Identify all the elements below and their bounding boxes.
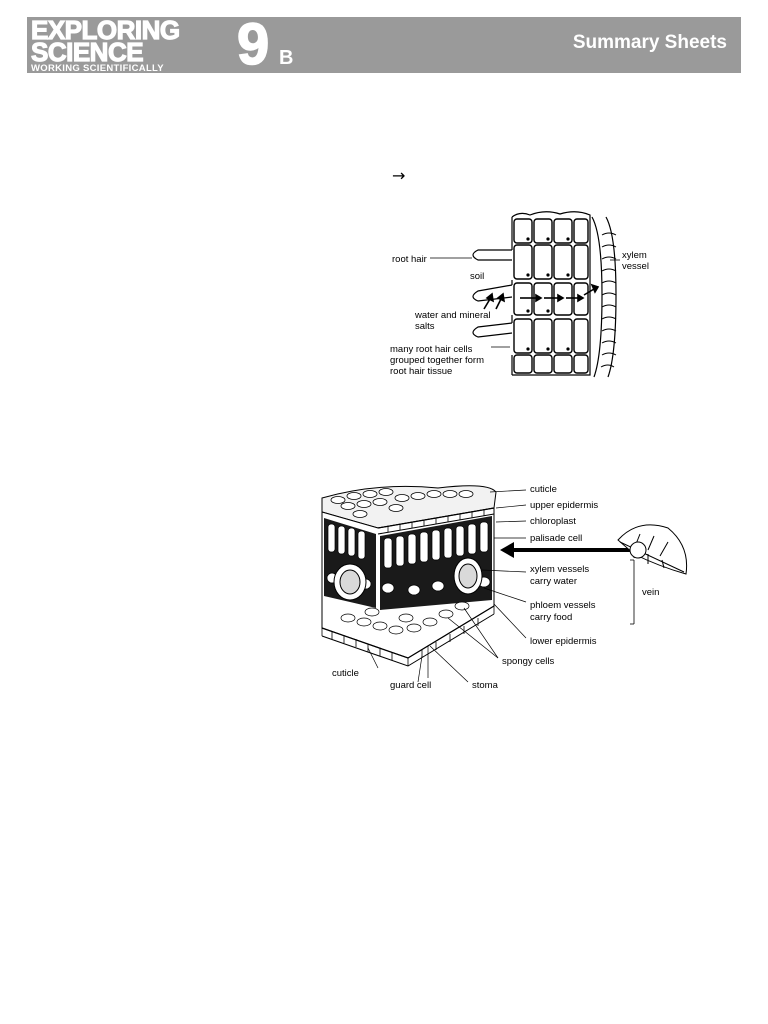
label-xylem: xylem	[622, 250, 647, 261]
label-xylem-vessels: xylem vessels	[530, 564, 589, 575]
logo-line-working-scientifically: WORKING SCIENTIFICALLY	[31, 63, 164, 74]
label-phloem-vessels: phloem vessels	[530, 600, 596, 611]
logo-line-exploring: EXPLORING	[30, 15, 180, 45]
exploring-science-logo: EXPLORING SCIENCE WORKING SCIENTIFICALLY	[30, 15, 227, 74]
label-stoma: stoma	[472, 680, 499, 691]
label-upper-epidermis: upper epidermis	[530, 500, 598, 511]
water-movement-arrows	[483, 283, 600, 310]
vein-bracket	[630, 559, 635, 625]
label-chloroplast: chloroplast	[530, 516, 576, 527]
label-cuticle-top: cuticle	[530, 484, 557, 495]
unit-number: 9	[236, 12, 270, 78]
label-palisade-cell: palisade cell	[530, 533, 582, 544]
leaf-leader-lines	[367, 489, 527, 683]
root-leader-lines	[430, 257, 620, 348]
right-arrow-symbol: →	[392, 166, 406, 185]
label-vein: vein	[642, 587, 659, 598]
logo-line-science: SCIENCE	[30, 37, 144, 67]
label-grouped-together: grouped together form	[390, 355, 484, 366]
label-salts: salts	[415, 321, 435, 332]
unit-letter: B	[279, 47, 294, 69]
leaf-cross-section-diagram: cuticle upper epidermis chloroplast pali…	[321, 484, 688, 691]
label-guard-cell: guard cell	[390, 680, 431, 691]
leaf-icon	[617, 524, 688, 575]
root-hair-diagram: root hair soil water and mineral salts m…	[390, 211, 649, 378]
vein-bundles	[333, 557, 483, 601]
header-banner: EXPLORING SCIENCE WORKING SCIENTIFICALLY…	[27, 12, 741, 77]
label-root-hair-tissue: root hair tissue	[390, 366, 452, 377]
label-lower-epidermis: lower epidermis	[530, 636, 597, 647]
zoom-arrow	[500, 542, 638, 558]
label-cuticle-bottom: cuticle	[332, 668, 359, 679]
label-water-and-mineral: water and mineral	[414, 310, 491, 321]
label-many-root-hair-cells: many root hair cells	[390, 344, 473, 355]
label-carry-food: carry food	[530, 612, 572, 623]
root-cell-tissue	[472, 211, 617, 378]
lower-epidermis	[321, 601, 495, 667]
cell-nuclei	[526, 237, 570, 351]
page-title: Summary Sheets	[572, 32, 727, 53]
label-root-hair: root hair	[392, 254, 427, 265]
label-soil: soil	[470, 271, 484, 282]
label-carry-water: carry water	[530, 576, 577, 587]
label-spongy-cells: spongy cells	[502, 656, 555, 667]
label-vessel: vessel	[622, 261, 649, 272]
